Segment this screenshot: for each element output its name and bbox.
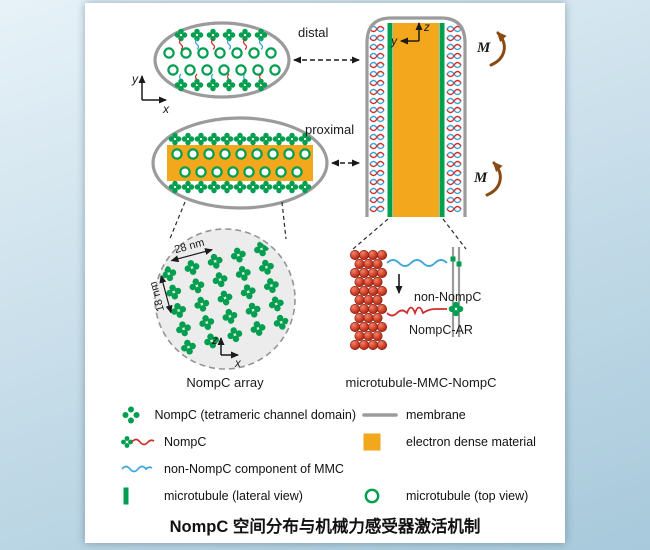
membrane-icon [362,410,398,420]
axes-array [217,337,239,359]
distal-cross-section: distal [153,21,328,99]
figure-panel: distal y x proximal [85,3,565,543]
axis-x-label-array: x [234,358,242,370]
microtubule-balls [349,250,388,351]
axes-structure [400,22,423,45]
axes-top-left [138,75,167,104]
channel-knob-1 [450,256,456,262]
legend-label: NompC [164,434,207,449]
legend-column-left: NompC (tetrameric channel domain) NompC … [120,401,356,509]
lateral-structure: y z [365,16,467,217]
legend-label: NompC (tetrameric channel domain) [154,407,356,422]
non-nompc-squiggle-icon [120,463,156,475]
axis-y-label: y [131,72,139,86]
legend-label: non-NompC component of MMC [164,461,344,476]
axis-z-label-structure: z [423,22,430,34]
electron-dense-column [393,23,439,217]
nompc-icon [120,434,156,450]
mmc-caption: microtubule-MMC-NompC [346,375,497,390]
axis-y-label-structure: y [390,36,398,48]
membrane-outline [365,16,467,217]
tetramer-icon [120,405,147,425]
torque-arrow-mid [485,161,503,197]
proximal-cross-section: proximal [151,116,354,210]
legend-label: microtubule (lateral view) [164,488,303,503]
torque-top: M [476,31,507,67]
mmc-squiggles-left [369,25,385,213]
legend-item-mt-top: microtubule (top view) [362,482,553,509]
microtubule-strip-left [387,23,393,217]
legend-item-mt-lateral: microtubule (lateral view) [120,482,356,509]
array-caption: NompC array [186,375,264,390]
figure-title: NompC 空间分布与机械力感受器激活机制 [169,518,481,536]
electron-dense-icon [362,432,398,452]
zoom-connectors [168,201,467,250]
non-nompc-label: non-NompC [414,290,481,304]
nompc-ar-strand [386,306,447,317]
legend-label: microtubule (top view) [406,488,529,503]
mmc-squiggles-right [446,25,462,213]
non-nompc-strand [386,259,448,267]
distal-label: distal [298,25,328,40]
legend-item-tetramer: NompC (tetrameric channel domain) [120,401,356,428]
axis-x-label: x [162,102,170,116]
legend-item-nompc: NompC [120,428,356,455]
legend-label: membrane [406,407,466,422]
legend-item-electron-dense: electron dense material [362,428,553,455]
legend-label: electron dense material [406,434,536,449]
legend: NompC (tetrameric channel domain) NompC … [120,401,553,509]
channel-knob-2 [456,261,462,267]
cross-reference-arrows [293,56,360,167]
nompc-ar-label: NompC-AR [409,323,473,337]
nompc-array-zoom: 28 nm 18 nm z x NompC array [148,228,296,390]
microtubule-lateral-icon [120,486,156,506]
legend-column-right: membrane electron dense material microtu… [362,401,553,509]
m-label-mid: M [473,170,488,186]
microtubule-strip-right [439,23,445,217]
legend-item-non-nompc: non-NompC component of MMC [120,455,356,482]
legend-spacer [362,455,553,482]
main-diagram: distal y x proximal [131,16,507,390]
mmc-detail: non-NompC NompC-AR microtubule-MMC-NompC [346,247,497,390]
torque-mid: M [473,161,503,197]
legend-item-membrane: membrane [362,401,553,428]
microtubule-top-icon [362,486,398,506]
torque-arrow-top [489,31,507,67]
proximal-label: proximal [305,122,354,137]
m-label-top: M [476,40,491,56]
axis-z-label-array: z [211,335,218,347]
